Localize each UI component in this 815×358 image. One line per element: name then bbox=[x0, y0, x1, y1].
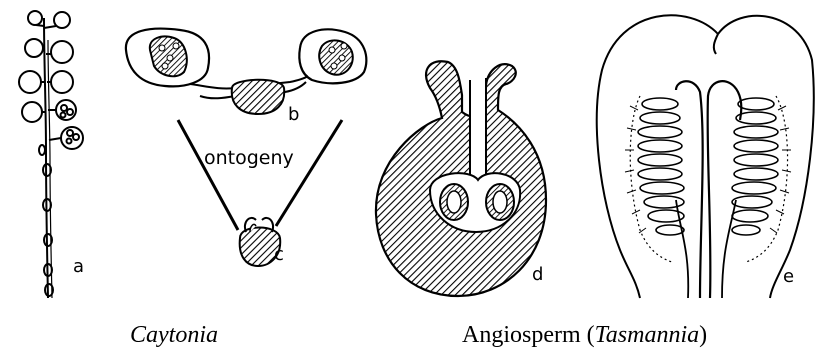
cupule bbox=[25, 39, 43, 57]
caption-angiosperm-prefix: Angiosperm ( bbox=[462, 322, 595, 348]
panel-label-a: a bbox=[73, 256, 84, 277]
panel-label-b: b bbox=[288, 104, 299, 125]
caption-angiosperm: Angiosperm (Tasmannia) bbox=[462, 322, 707, 349]
panel-e-tasmannia-carpel bbox=[597, 15, 814, 298]
caption-genus: Tasmannia bbox=[595, 322, 699, 348]
ontogeny-arrows bbox=[178, 120, 342, 230]
main-axis bbox=[44, 18, 48, 298]
ontogeny-label: ontogeny bbox=[204, 147, 294, 169]
cupule bbox=[28, 11, 42, 25]
cupule bbox=[19, 71, 41, 93]
panel-b-cupule-section bbox=[126, 29, 366, 114]
caption-angiosperm-suffix: ) bbox=[699, 322, 707, 348]
panel-label-c: c bbox=[274, 244, 284, 265]
cupule bbox=[54, 12, 70, 28]
cupule bbox=[51, 71, 73, 93]
cupule bbox=[22, 102, 42, 122]
panel-label-d: d bbox=[532, 264, 543, 285]
panel-a-caytonia-shoot bbox=[19, 11, 83, 298]
panel-label-e: e bbox=[783, 266, 794, 287]
cupule bbox=[51, 41, 73, 63]
caption-caytonia: Caytonia bbox=[130, 322, 218, 349]
panel-d-carpel-section bbox=[376, 61, 546, 296]
